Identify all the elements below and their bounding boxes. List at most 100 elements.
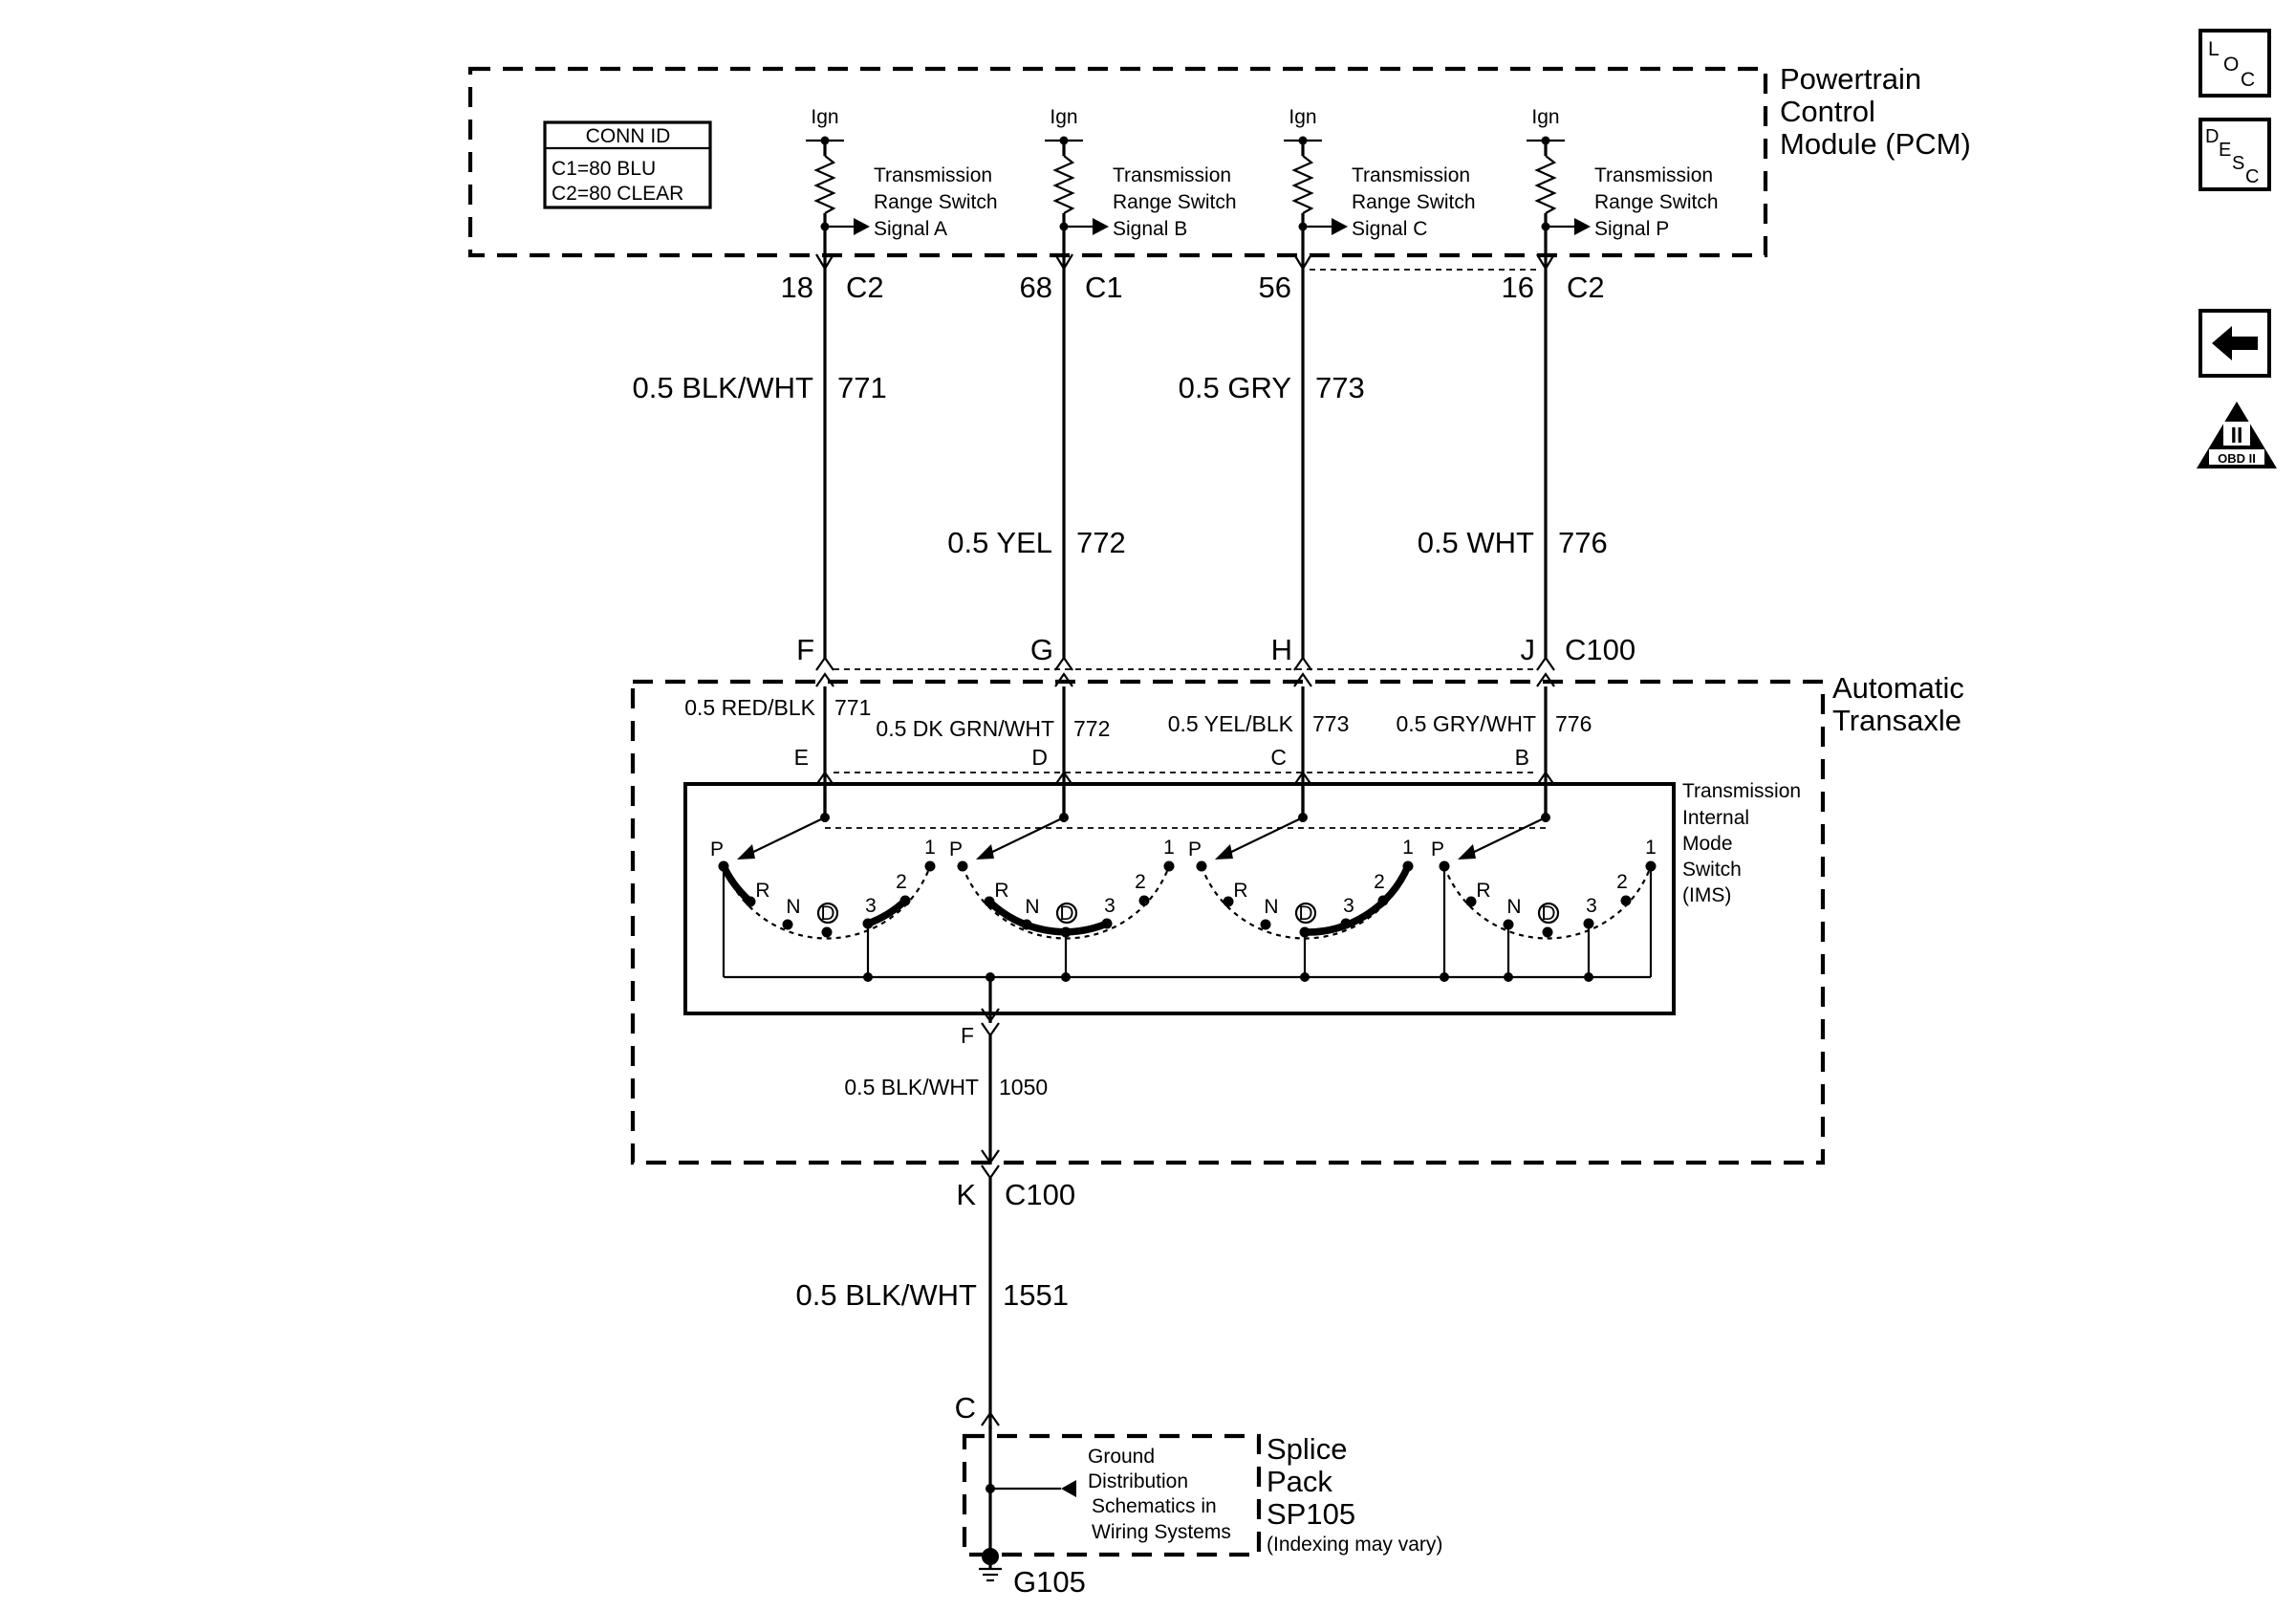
position-label: 2 [1374,871,1385,893]
position-label: P [1431,838,1444,860]
c100-pin: H [1271,633,1292,666]
splice-label: SP105 [1267,1497,1355,1531]
wire-color: 0.5 BLK/WHT [844,1075,979,1099]
obd2-icon-caption: OBD II [2218,451,2256,466]
position-label: N [1506,896,1521,918]
signal-label: Range Switch [1352,191,1476,213]
transaxle-boundary [630,679,1826,1165]
position-label: D [1298,903,1312,925]
ground-label: G105 [1013,1565,1086,1599]
signal-label: Signal C [1352,218,1427,240]
loc-icon-char: C [2241,69,2255,91]
desc-icon[interactable]: D E S C [2199,118,2271,191]
loc-icon-char: L [2208,38,2220,60]
position-label: R [755,880,769,902]
loc-icon-char: O [2223,54,2239,76]
obd2-icon[interactable]: II OBD II [2197,402,2277,468]
internal-wire-circuit: 772 [1073,716,1110,741]
signal-label: Signal A [874,218,947,240]
conn-id-row-2: C2=80 CLEAR [552,183,683,205]
loc-icon[interactable]: L O C [2199,29,2271,98]
ims-ground-bus [722,866,1653,1023]
desc-icon-char: C [2245,166,2259,187]
ground-icon [979,1548,1002,1582]
c100-connector-upper: F G H J C100 [796,633,1635,687]
pcm-pin: 56 [1259,271,1291,304]
position-label: N [1264,896,1278,918]
ground-dist-label: Distribution [1088,1470,1188,1492]
position-label: R [1476,880,1490,902]
pcm-input-a: Ign Transmission Range Switch Signal A [806,106,998,272]
pcm-label-2: Control [1780,95,1875,128]
position-label: 3 [1343,895,1354,917]
pcm-input-p: Ign Transmission Range Switch Signal P [1527,106,1719,272]
ims-box [683,782,1676,1015]
internal-wire-circuit: 771 [834,695,871,720]
signal-label: Transmission [1594,164,1713,186]
ims-label: Internal [1682,807,1749,829]
obd2-icon-label: II [2231,423,2243,447]
position-label: D [1059,903,1073,925]
position-label: 1 [1402,837,1414,859]
wire-circuit: 1551 [1003,1278,1069,1312]
c100-pin: F [796,633,814,666]
ims-label: Transmission [1682,780,1801,802]
position-label: 1 [924,837,936,859]
conn-id-box: CONN ID C1=80 BLU C2=80 CLEAR [543,120,712,209]
wire-color: 0.5 BLK/WHT [633,371,814,404]
position-label: D [1541,903,1555,925]
pcm-connector: C2 [1567,271,1605,304]
c100-pin: J [1521,633,1536,666]
position-label: 2 [1616,871,1628,893]
pcm-input-c: Ign Transmission Range Switch Signal C [1284,106,1476,272]
c100-connector-label: C100 [1565,633,1635,666]
ign-label: Ign [811,106,838,128]
wire-circuit: 1050 [999,1075,1048,1099]
ground-dist-label: Schematics in [1092,1495,1217,1517]
pcm-boundary [467,66,1768,258]
splice-pack-boundary [962,1433,1262,1557]
signal-label: Transmission [1113,164,1231,186]
pcm-pin: 18 [781,271,813,304]
c100-connector-label: C100 [1005,1178,1075,1211]
position-label: P [1188,838,1202,860]
splice-pin: C [955,1391,976,1425]
signal-label: Transmission [874,164,992,186]
pcm-label-3: Module (PCM) [1780,127,1971,161]
position-label: R [994,880,1008,902]
signal-label: Range Switch [1113,191,1237,213]
ims-ground-pin: F [961,1023,974,1048]
ign-label: Ign [1531,106,1559,128]
ground-dist-label: Ground [1088,1446,1155,1468]
signal-label: Range Switch [874,191,998,213]
position-label: 2 [1135,871,1146,893]
wire-circuit: 771 [837,371,887,404]
pcm-connector: C1 [1085,271,1123,304]
pcm-label-1: Powertrain [1780,62,1921,96]
ims-label: (IMS) [1682,884,1731,906]
desc-icon-char: S [2232,153,2244,174]
signal-label: Range Switch [1594,191,1719,213]
conn-id-row-1: C1=80 BLU [552,158,656,180]
splice-indexing-note: (Indexing may vary) [1267,1534,1442,1556]
position-label: D [820,903,834,925]
position-label: 3 [865,895,877,917]
transaxle-label-2: Transaxle [1832,704,1961,737]
transaxle-label-1: Automatic [1832,671,1964,705]
ims-switch-a: P R N D 3 2 1 [710,813,936,940]
ground-distribution-arrow-icon [1061,1480,1076,1497]
desc-icon-char: E [2219,140,2231,161]
position-label: P [949,838,963,860]
signal-label: Signal P [1594,218,1669,240]
ims-switch-b: P R N D 3 2 1 [949,813,1175,940]
position-label: 1 [1163,837,1175,859]
wire-color: 0.5 WHT [1418,526,1534,559]
pcm-input-b: Ign Transmission Range Switch Signal B [1045,106,1237,272]
wire-circuit: 773 [1315,371,1365,404]
wire-color: 0.5 BLK/WHT [796,1278,978,1312]
back-arrow-icon[interactable] [2199,309,2271,378]
position-label: R [1233,880,1247,902]
c100-pin: K [956,1178,976,1211]
ground-dist-label: Wiring Systems [1092,1521,1231,1543]
